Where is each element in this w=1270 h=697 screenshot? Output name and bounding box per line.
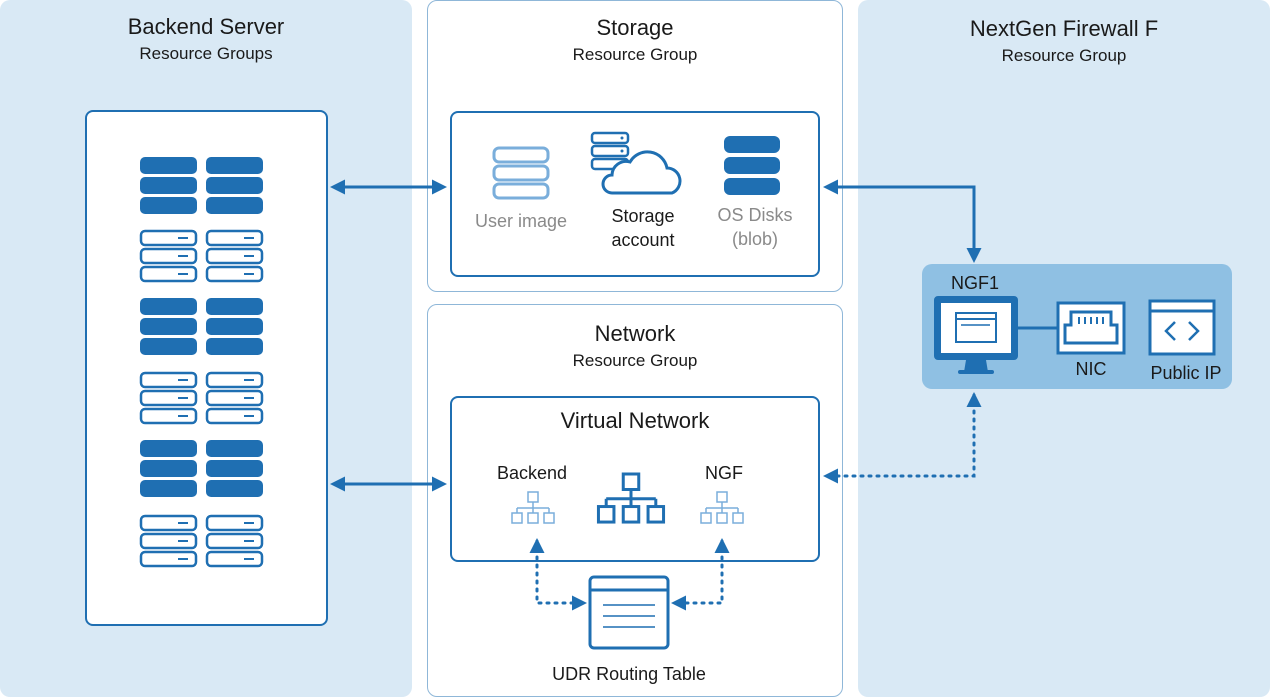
dotted-connectors — [529, 392, 982, 611]
public-ip-label: Public IP — [1150, 363, 1222, 383]
ngf1-label: NGF1 — [950, 273, 999, 293]
server-outline-icon — [139, 514, 198, 568]
storage-subtitle: Resource Group — [572, 45, 698, 64]
virtual-network-box: Virtual Network — [450, 396, 820, 562]
subnet-icon — [700, 491, 744, 524]
server-solid-icon — [140, 440, 197, 497]
ngf-subnet-label: NGF — [705, 463, 743, 483]
server-rack-icons — [139, 157, 264, 568]
nic-label: NIC — [1075, 359, 1107, 379]
network-title: Network — [594, 321, 676, 346]
routing-table-icon — [588, 575, 670, 650]
network-hierarchy-icon — [596, 472, 666, 524]
server-outline-icon — [139, 229, 198, 283]
backend-resource-groups-panel: Backend Server Resource Groups — [0, 0, 412, 697]
server-solid-icon — [206, 157, 263, 214]
server-solid-icon — [206, 298, 263, 355]
stack-outline-icon — [492, 146, 550, 200]
storage-cloud-icon — [590, 131, 682, 195]
network-subtitle: Resource Group — [572, 351, 698, 370]
server-outline-icon — [205, 371, 264, 425]
nic-icon — [1056, 301, 1126, 355]
server-solid-icon — [206, 440, 263, 497]
connectors — [330, 179, 982, 492]
backend-subnet-label: Backend — [496, 463, 568, 483]
server-outline-icon — [205, 229, 264, 283]
disk-stack-icon — [724, 136, 780, 195]
server-outline-icon — [139, 371, 198, 425]
server-outline-icon — [205, 514, 264, 568]
server-solid-icon — [140, 298, 197, 355]
storage-title: Storage — [596, 15, 674, 40]
backend-subtitle: Resource Groups — [139, 44, 273, 63]
subnet-icon — [511, 491, 555, 524]
storage-account-label: Storage account — [611, 206, 675, 250]
vm-monitor-icon — [934, 296, 1018, 374]
server-solid-icon — [140, 157, 197, 214]
vnet-title: Virtual Network — [560, 408, 710, 433]
firewall-subtitle: Resource Group — [1001, 46, 1127, 65]
backend-title: Backend Server — [127, 14, 285, 39]
user-image-label: User image — [474, 211, 568, 231]
udr-label: UDR Routing Table — [552, 664, 706, 684]
firewall-title: NextGen Firewall F — [969, 16, 1159, 41]
os-disks-label: OS Disks (blob) — [717, 205, 793, 249]
code-brackets-icon — [1148, 299, 1216, 356]
